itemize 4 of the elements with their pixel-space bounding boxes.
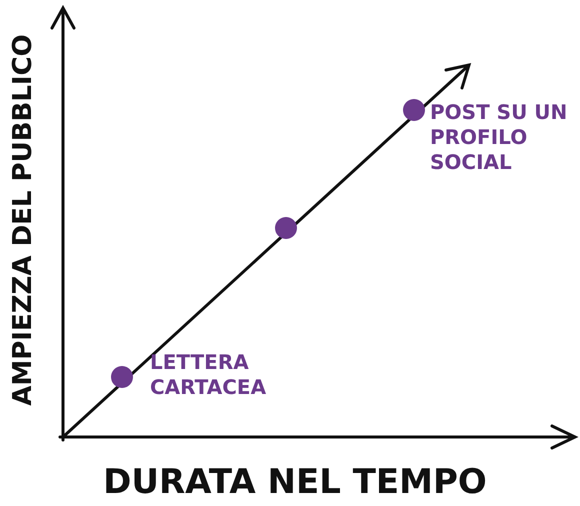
axis-title: DURATA NEL TEMPO xyxy=(102,462,488,502)
point-label: LETTERA CARTACEA xyxy=(150,350,268,400)
point-label: POST SU UN PROFILO SOCIAL xyxy=(430,100,568,175)
axis-title: AMPIEZZA DEL PUBBLICO xyxy=(8,33,38,408)
